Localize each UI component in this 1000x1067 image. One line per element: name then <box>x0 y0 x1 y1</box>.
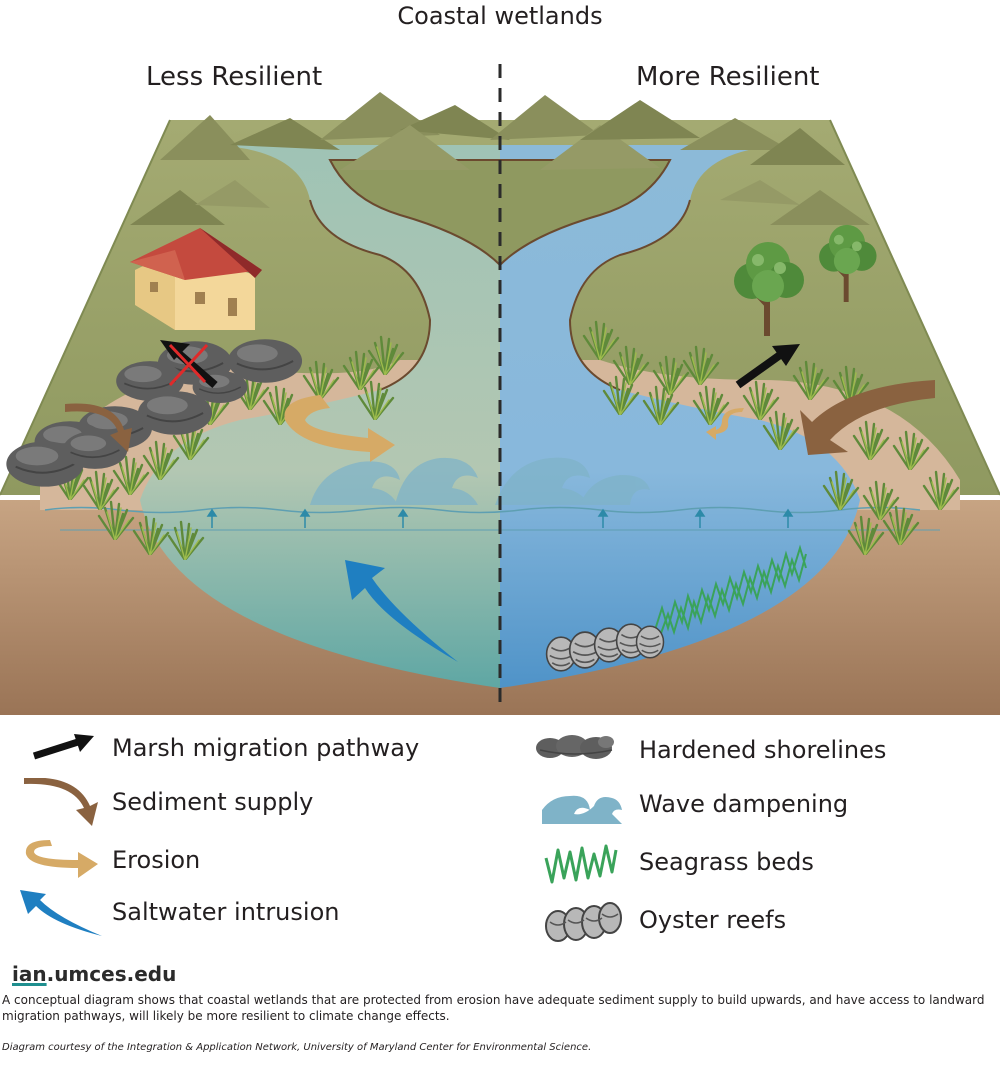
water-left <box>140 145 500 688</box>
saltwater-arrow <box>345 560 458 662</box>
legend-item-erosion: Erosion <box>22 836 462 886</box>
diagram-credit: Diagram courtesy of the Integration & Ap… <box>2 1042 592 1053</box>
blue-curved-arrow-icon <box>20 890 102 936</box>
grey-rocks-icon <box>536 735 614 759</box>
legend-label: Seagrass beds <box>639 848 814 876</box>
marsh-migration-arrows <box>160 340 800 389</box>
house <box>130 228 262 330</box>
logo-part-ian: ian <box>12 962 47 986</box>
mountains <box>130 92 870 225</box>
sediment-arrow-right <box>800 380 935 455</box>
legend-label: Sediment supply <box>112 788 314 816</box>
legend-label: Wave dampening <box>639 790 849 818</box>
legend-label: Marsh migration pathway <box>112 734 420 762</box>
water-right <box>500 145 860 688</box>
oyster-shell-icon <box>545 902 622 942</box>
tan-u-turn-arrow-icon <box>25 840 98 878</box>
diagram-caption: A conceptual diagram shows that coastal … <box>2 993 985 1023</box>
more-resilient-label: More Resilient <box>636 62 820 92</box>
legend-item-marsh-migration: Marsh migration pathway <box>30 724 470 774</box>
green-seagrass-icon <box>544 844 618 884</box>
legend-item-sediment-supply: Sediment supply <box>22 778 462 828</box>
waves <box>310 457 650 505</box>
seagrass-beds <box>654 544 807 637</box>
legend-item-saltwater-intrusion: Saltwater intrusion <box>14 888 454 938</box>
legend-label: Hardened shorelines <box>639 736 887 764</box>
legend-label: Oyster reefs <box>639 906 787 934</box>
logo-part-domain: .umces.edu <box>46 962 177 986</box>
less-resilient-label: Less Resilient <box>146 62 323 92</box>
blue-wave-icon <box>542 795 622 824</box>
erosion-arrow-left <box>284 395 395 462</box>
coastal-wetlands-diagram <box>0 64 1000 715</box>
diagram-title: Coastal wetlands <box>397 2 603 30</box>
legend-label: Saltwater intrusion <box>112 898 340 926</box>
sediment-arrow-left <box>65 403 132 452</box>
brown-curved-arrow-icon <box>24 778 98 826</box>
ian-logo[interactable]: ian.umces.edu <box>12 962 176 986</box>
legend-item-oyster-reefs: Oyster reefs <box>544 896 984 946</box>
legend-item-seagrass-beds: Seagrass beds <box>544 838 984 888</box>
legend-item-hardened-shorelines: Hardened shorelines <box>534 726 974 776</box>
legend-label: Erosion <box>112 846 201 874</box>
legend-item-wave-dampening: Wave dampening <box>540 780 980 830</box>
erosion-arrow-right <box>706 408 744 440</box>
black-arrow-icon <box>32 734 94 760</box>
